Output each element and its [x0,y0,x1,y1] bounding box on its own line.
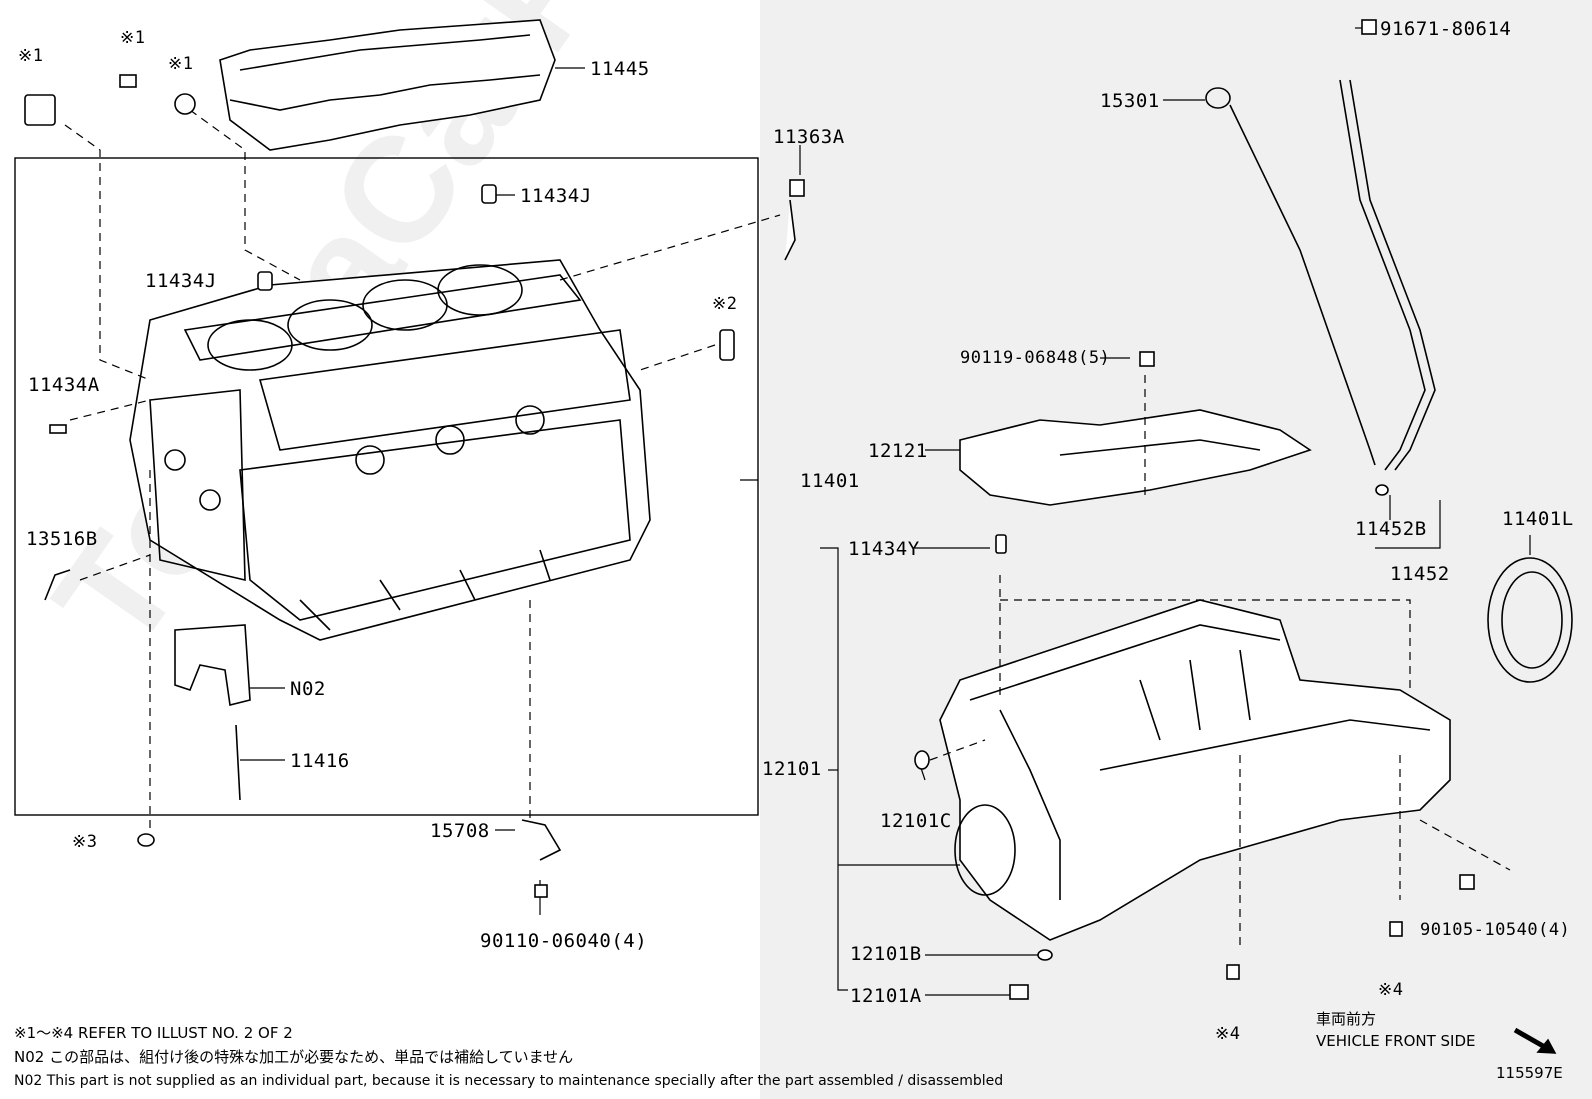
oil-pan-12101 [939,599,1451,941]
callout-11401[interactable]: 11401 [800,470,860,492]
dashed-connectors [64,109,1511,950]
callout-13516B[interactable]: 13516B [26,528,98,550]
dipstick-guide-11452 [1339,79,1436,471]
oil-baffle-plate-12121 [959,409,1312,506]
footnote-refer: ※1～※4 REFER TO ILLUST NO. 2 OF 2 [14,1024,293,1042]
callout-11452[interactable]: 11452 [1390,563,1450,585]
callout-11434Y[interactable]: 11434Y [848,538,920,560]
callout-11445[interactable]: 11445 [590,58,650,80]
callout-90110-06040[interactable]: 90110-06040(4) [480,930,648,952]
callout-12101B[interactable]: 12101B [850,943,922,965]
callout-11434A[interactable]: 11434A [28,374,100,396]
callout-91671-80614[interactable]: 91671-80614 [1380,18,1512,40]
footnote-n02-jp: N02 この部品は、組付け後の特殊な加工が必要なため、単品では補給していません [14,1048,574,1066]
cylinder-block-drawing [129,259,651,641]
callout-12121[interactable]: 12121 [868,440,928,462]
illustration-number: 115597E [1496,1064,1563,1082]
callout-ref-1a: ※1 [18,46,44,66]
callout-11434J-top[interactable]: 11434J [520,185,592,207]
callout-11452B[interactable]: 11452B [1355,518,1427,540]
front-label-jp: 車両前方 [1316,1010,1377,1028]
small-parts [24,19,1475,1000]
front-direction-arrow [1513,1027,1557,1054]
callout-15708[interactable]: 15708 [430,820,490,842]
callout-N02[interactable]: N02 [290,678,326,700]
callout-11401L[interactable]: 11401L [1502,508,1574,530]
callout-ref-3: ※3 [72,832,98,852]
callout-ref-1c: ※1 [168,54,194,74]
callout-11416[interactable]: 11416 [290,750,350,772]
oil-pan-panel-background [760,0,1592,1099]
callout-15301[interactable]: 15301 [1100,90,1160,112]
callout-ref-2: ※2 [712,294,738,314]
front-label-en: VEHICLE FRONT SIDE [1316,1032,1476,1050]
timing-chain-cover-11445 [219,19,556,151]
callout-11434J-left[interactable]: 11434J [145,270,217,292]
callout-12101A[interactable]: 12101A [850,985,922,1007]
callout-ref-4b: ※4 [1215,1024,1241,1044]
callout-12101C[interactable]: 12101C [880,810,952,832]
callout-11363A[interactable]: 11363A [773,126,845,148]
cylinder-block-frame [14,157,759,816]
oil-seal-11401L [1487,557,1573,683]
dipstick-15301 [1205,87,1376,466]
footnote-n02-en: N02 This part is not supplied as an indi… [14,1073,1004,1089]
callout-12101[interactable]: 12101 [762,758,822,780]
callout-90105-10540[interactable]: 90105-10540(4) [1420,920,1571,940]
callout-90119-06848[interactable]: 90119-06848(5) [960,348,1111,368]
callout-ref-1b: ※1 [120,28,146,48]
callout-ref-4a: ※4 [1378,980,1404,1000]
